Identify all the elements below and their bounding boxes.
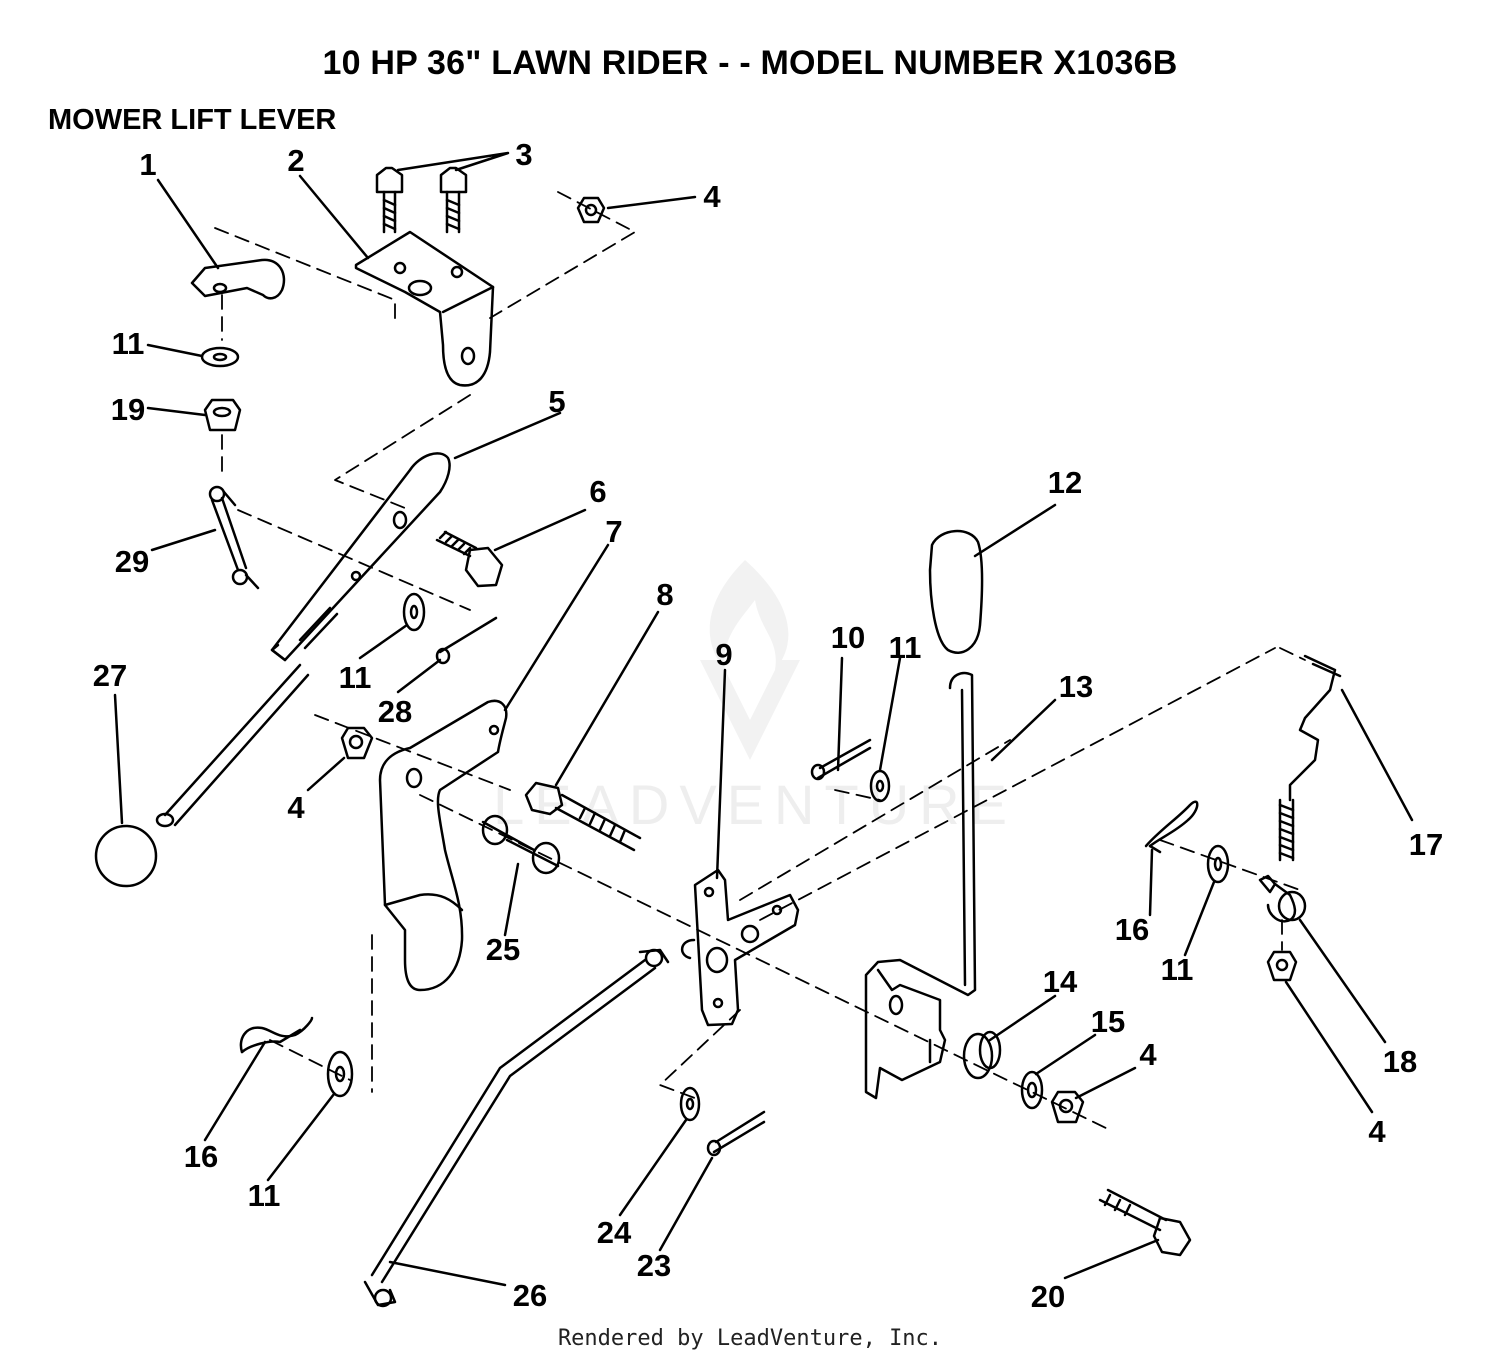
callout-29: 29 — [115, 544, 149, 579]
alignment-lines — [214, 191, 1306, 1131]
part-1-clip — [190, 258, 286, 300]
part-25-bushing — [481, 814, 561, 875]
callout-10: 10 — [831, 620, 865, 655]
part-10-cotter-pin — [810, 738, 872, 781]
part-16-hairpin-lower — [239, 1016, 314, 1054]
part-11-washer-bottom-left — [326, 1050, 354, 1098]
page-title: 10 HP 36" LAWN RIDER - - MODEL NUMBER X1… — [322, 44, 1178, 82]
callout-16-lower: 16 — [184, 1139, 218, 1174]
part-11-washer-upper-mid — [869, 769, 891, 803]
callout-leaders — [113, 151, 1414, 1287]
part-6-bolt — [435, 530, 504, 588]
callout-20: 20 — [1031, 1279, 1065, 1314]
callout-2: 2 — [287, 143, 304, 178]
callout-11-top: 11 — [112, 326, 145, 361]
part-11-washer-mid — [402, 592, 426, 632]
section-title: MOWER LIFT LEVER — [48, 104, 337, 136]
callout-11-mid: 11 — [339, 660, 372, 695]
callout-13: 13 — [1059, 669, 1093, 704]
part-12-grip — [928, 529, 984, 654]
part-17-rod — [1278, 654, 1342, 862]
callout-24: 24 — [597, 1215, 632, 1250]
callout-11-upper: 11 — [889, 630, 922, 665]
part-4-nut-left — [340, 726, 374, 760]
callout-3: 3 — [515, 137, 532, 172]
part-15-washer — [1020, 1070, 1044, 1110]
part-8-bolt — [524, 781, 642, 852]
part-11-washer-right — [1206, 844, 1230, 884]
callout-8: 8 — [656, 577, 673, 612]
footer-credit: Rendered by LeadVenture, Inc. — [557, 1326, 943, 1351]
part-7-plate — [378, 699, 508, 992]
callout-4-lower-right: 4 — [1368, 1114, 1386, 1149]
callout-9: 9 — [715, 637, 732, 672]
callout-12: 12 — [1048, 465, 1082, 500]
callout-27: 27 — [93, 658, 127, 693]
part-19-nut — [203, 398, 242, 432]
part-26-lift-rod — [363, 948, 670, 1308]
part-14-flange-bushing — [962, 1030, 1002, 1080]
part-16-hairpin-upper — [1144, 800, 1199, 854]
part-24-washer — [679, 1086, 701, 1122]
callout-11-right: 11 — [1161, 952, 1194, 987]
part-4-nut-top — [576, 196, 606, 224]
callout-26: 26 — [513, 1278, 547, 1313]
callout-6: 6 — [589, 474, 606, 509]
callout-18: 18 — [1383, 1044, 1417, 1079]
callout-25: 25 — [486, 932, 520, 967]
callout-7: 7 — [605, 514, 622, 549]
part-11-washer-top — [200, 346, 240, 368]
part-9-bracket — [681, 868, 800, 1027]
part-18-trunnion — [1258, 874, 1307, 923]
callout-4-left: 4 — [287, 790, 305, 825]
part-13-handle — [864, 671, 977, 1100]
callout-19: 19 — [111, 392, 145, 427]
callout-1: 1 — [139, 147, 156, 182]
part-23-cotter-pin — [706, 1110, 766, 1157]
callout-16-upper: 16 — [1115, 912, 1149, 947]
callout-28: 28 — [378, 694, 412, 729]
part-4-nut-lower-right — [1266, 950, 1298, 982]
part-20-bolt — [1098, 1188, 1192, 1257]
part-29-link — [208, 485, 260, 590]
callout-4-top: 4 — [703, 179, 721, 214]
callout-4-right: 4 — [1139, 1037, 1157, 1072]
part-27-knob — [94, 824, 158, 888]
callout-14: 14 — [1043, 964, 1078, 999]
callout-11-bottom: 11 — [248, 1178, 281, 1213]
callout-17: 17 — [1409, 827, 1443, 862]
callout-23: 23 — [637, 1248, 671, 1283]
part-28-pin — [435, 616, 498, 665]
callout-15: 15 — [1091, 1004, 1125, 1039]
part-5-lever — [155, 452, 451, 828]
part-2-bracket — [354, 230, 495, 387]
callout-5: 5 — [548, 384, 565, 419]
part-4-nut-right — [1050, 1090, 1085, 1124]
part-3-bolts — [375, 166, 468, 234]
